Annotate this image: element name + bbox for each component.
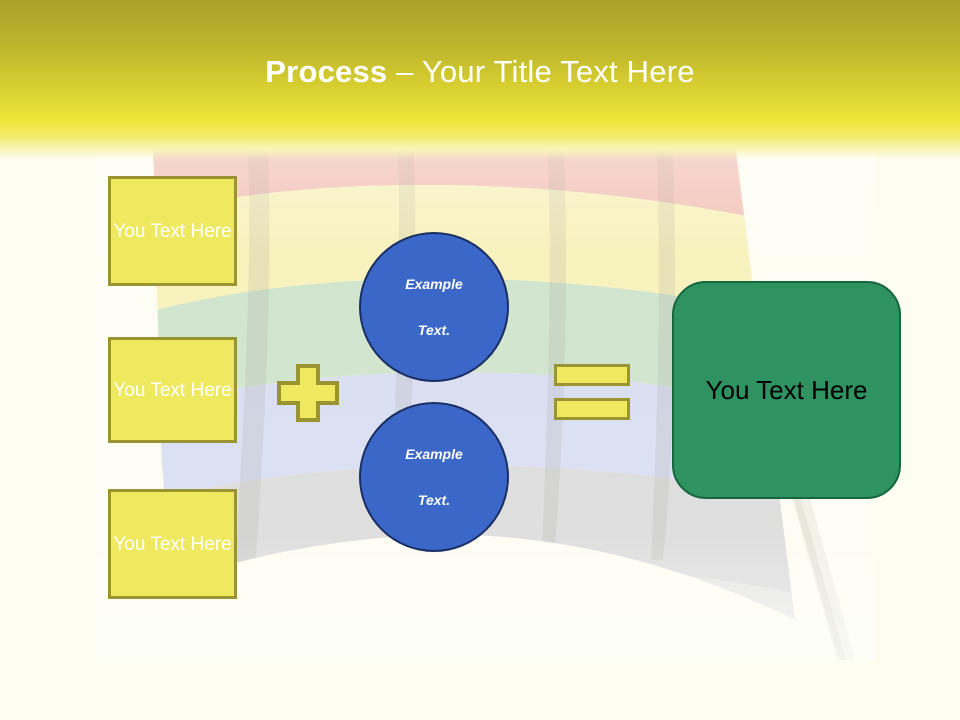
circle-2-line2: Text. bbox=[417, 491, 451, 508]
input-box-2[interactable]: You Text Here bbox=[108, 337, 237, 443]
circle-2-line1: Example bbox=[405, 445, 463, 462]
input-box-1[interactable]: You Text Here bbox=[108, 176, 237, 286]
circle-1-line2: Text. bbox=[417, 321, 451, 338]
equals-bar-bottom bbox=[554, 398, 630, 420]
page-title: Process – Your Title Text Here bbox=[0, 52, 960, 92]
title-separator: – bbox=[387, 54, 422, 89]
equals-bar-top bbox=[554, 364, 630, 386]
title-bold-part: Process bbox=[265, 54, 388, 89]
result-box[interactable]: You Text Here bbox=[672, 281, 901, 499]
input-box-3-label: You Text Here bbox=[113, 533, 232, 555]
plus-sign-shape bbox=[277, 364, 339, 422]
input-box-1-label: You Text Here bbox=[113, 220, 232, 242]
title-light-part: Your Title Text Here bbox=[421, 54, 695, 89]
circle-1-line1: Example bbox=[405, 275, 463, 292]
plus-icon bbox=[277, 364, 339, 422]
equals-icon bbox=[554, 364, 630, 420]
result-box-label: You Text Here bbox=[705, 374, 868, 405]
input-box-3[interactable]: You Text Here bbox=[108, 489, 237, 599]
input-box-2-label: You Text Here bbox=[113, 379, 232, 401]
